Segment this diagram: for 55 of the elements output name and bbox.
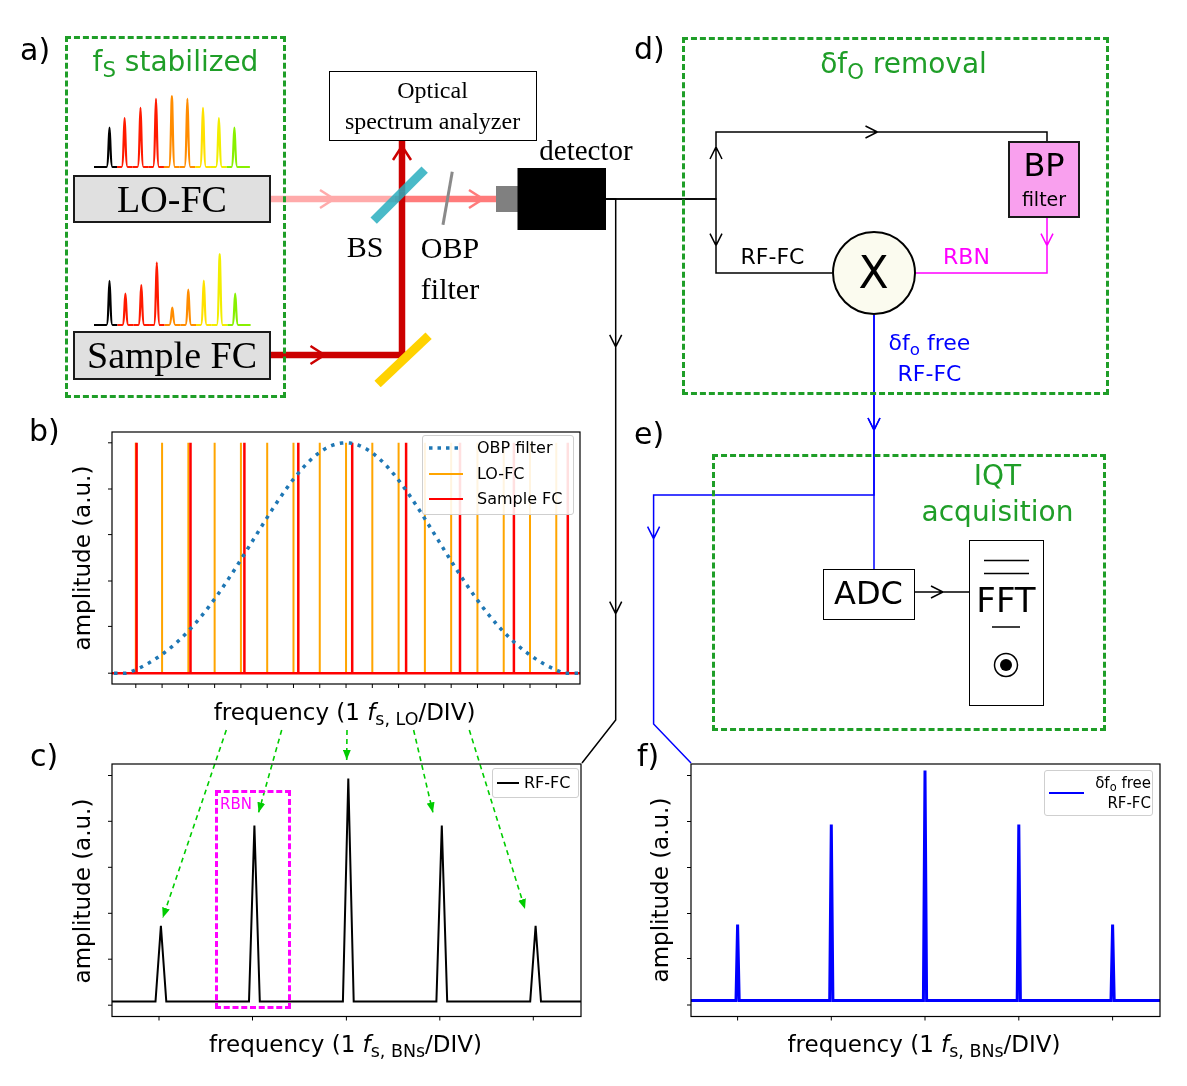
dashed-arrow [468, 729, 526, 910]
dashed-highlight-box [215, 790, 291, 1009]
filter-box [1008, 141, 1080, 218]
axis-title: amplitude (a.u.) [647, 797, 675, 983]
box-label: RBN [220, 795, 252, 812]
box-label: ADC [834, 576, 903, 612]
computer-tower [969, 540, 1044, 706]
mixer-label: X [858, 248, 889, 297]
legend-label: Sample FC [477, 489, 563, 509]
group-title: δf$_{O}$ removal [820, 47, 987, 81]
box-label: Sample FC [87, 336, 257, 376]
comb-source-box [73, 331, 271, 380]
axis-title: frequency (1 f$_{s, LO}$/DIV) [213, 699, 476, 727]
signal-arrow [915, 217, 1054, 274]
mirror [374, 331, 433, 388]
dashed-arrow [257, 729, 283, 814]
box-label: BP [1023, 148, 1065, 184]
photodetector [496, 168, 606, 230]
dashed-arrow [162, 729, 228, 919]
panel-label: e) [634, 419, 665, 449]
axis-title: amplitude (a.u.) [69, 465, 97, 651]
box-label: LO-FC [117, 179, 227, 220]
dashed-arrow [412, 729, 435, 814]
component-label: OBP filter [419, 229, 481, 307]
legend-label: LO-FC [477, 464, 525, 484]
box-label: filter [1021, 188, 1067, 210]
legend-label: δf$_{o}$ free RF-FC [1094, 773, 1151, 813]
dashed-group-box [65, 36, 286, 398]
group-title: IQT acquisition [920, 458, 1075, 530]
group-title: f$_{S}$ stabilized [92, 45, 259, 79]
box-label: FFT [976, 581, 1036, 620]
panel-label: a) [20, 35, 51, 65]
panel-label: f) [637, 741, 660, 771]
legend-label: OBP filter [477, 438, 553, 458]
instrument-box [329, 71, 537, 141]
comb-source-box [73, 175, 271, 223]
panel-label: b) [29, 416, 60, 446]
beam-splitter [369, 165, 429, 225]
signal-arrow [581, 198, 623, 764]
beam-arrow [447, 188, 496, 210]
axis-title: frequency (1 f$_{s, BNs}$/DIV) [787, 1031, 1061, 1059]
optical-filter [440, 170, 455, 226]
dashed-group-box [712, 454, 1106, 731]
signal-arrow [646, 314, 881, 764]
dashed-arrow [342, 729, 351, 761]
component-label: BS [346, 229, 384, 263]
component-label: detector [539, 135, 633, 167]
legend-label: RF-FC [524, 772, 571, 793]
converter-box [823, 569, 915, 620]
axis-title: amplitude (a.u.) [68, 798, 96, 983]
axis-title: frequency (1 f$_{s, BNs}$/DIV) [209, 1031, 482, 1059]
panel-label: d) [634, 34, 665, 64]
panel-label: c) [30, 741, 59, 771]
signal-arrow [914, 585, 970, 599]
box-label: Optical spectrum analyzer [344, 75, 521, 136]
